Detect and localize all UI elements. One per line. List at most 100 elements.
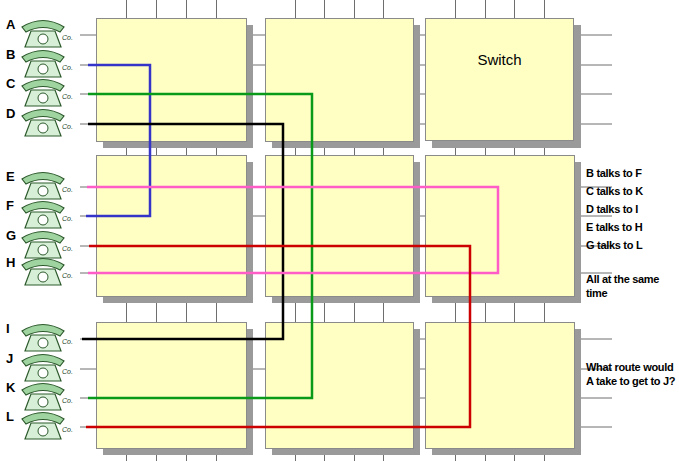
phone-letter: L (6, 409, 14, 424)
phone-brand: Co. (62, 397, 73, 404)
phone-base (25, 394, 61, 410)
phone-letter: F (6, 198, 14, 213)
note-list: B talks to FC talks to KD talks to IE ta… (586, 166, 676, 388)
phone-handset (22, 110, 64, 122)
phone-brand: Co. (62, 338, 73, 345)
switch-box (266, 19, 414, 142)
phone-handset (22, 21, 64, 33)
phone-dial (38, 215, 48, 225)
phone-base (25, 183, 61, 199)
phone-letter: A (6, 17, 15, 32)
phone-handset (22, 355, 64, 367)
switch-box (266, 156, 414, 297)
phone-dial (38, 34, 48, 44)
phone-base (25, 242, 61, 258)
phone-handset (22, 413, 64, 425)
telephone-icon (20, 351, 66, 383)
telephone: I Co. (2, 321, 82, 351)
phone-brand: Co. (62, 34, 73, 41)
phone-brand: Co. (62, 215, 73, 222)
telephone: A Co. (2, 17, 88, 47)
telephone: H Co. (2, 255, 88, 285)
switch-box (426, 323, 575, 449)
phone-brand: Co. (62, 272, 73, 279)
phone-handset (22, 173, 64, 185)
switch-boxes (97, 19, 575, 449)
telephone-icon (20, 17, 66, 49)
phone-brand: Co. (62, 186, 73, 193)
note-text: C talks to K (586, 184, 676, 198)
phone-dial (38, 64, 48, 74)
phone-dial (38, 123, 48, 133)
phone-handset (22, 259, 64, 271)
telephone: D Co. (2, 106, 88, 136)
switch-box: Switch (425, 18, 574, 141)
phone-dial (38, 397, 48, 407)
telephone-icon (20, 321, 66, 353)
switch-box (97, 323, 247, 449)
telephone: J Co. (2, 351, 86, 381)
phone-letter: J (6, 351, 13, 366)
phone-brand: Co. (62, 426, 73, 433)
phone-letter: H (6, 255, 15, 270)
phone-brand: Co. (62, 123, 73, 130)
note-text: All at the same time (586, 272, 676, 300)
phone-letter: K (6, 380, 15, 395)
telephone-icon (20, 409, 66, 441)
phone-base (25, 90, 61, 106)
note-text: E talks to H (586, 220, 676, 234)
switch-label: Switch (477, 19, 521, 68)
telephone: C Co. (2, 76, 88, 106)
call-route (86, 65, 150, 216)
phone-base (25, 61, 61, 77)
telephone: K Co. (2, 380, 88, 410)
phone-brand: Co. (62, 368, 73, 375)
phone-letter: C (6, 76, 15, 91)
call-route (82, 124, 283, 339)
telephone-icon (20, 198, 66, 230)
telephone-icon (20, 169, 66, 201)
telephone: B Co. (2, 47, 88, 77)
phone-brand: Co. (62, 93, 73, 100)
phone-base (25, 31, 61, 47)
phone-handset (22, 232, 64, 244)
phone-dial (38, 245, 48, 255)
telephone-icon (20, 380, 66, 412)
phone-base (25, 423, 61, 439)
telephone-icon (20, 255, 66, 287)
telephone-icon (20, 47, 66, 79)
phone-brand: Co. (62, 245, 73, 252)
note-text: B talks to F (586, 166, 676, 180)
phone-letter: I (6, 321, 10, 336)
phone-base (25, 365, 61, 381)
phone-dial (38, 186, 48, 196)
telephone: L Co. (2, 409, 86, 439)
phone-dial (38, 272, 48, 282)
phone-handset (22, 51, 64, 63)
telephone: F Co. (2, 198, 86, 228)
phone-base (25, 335, 61, 351)
phone-handset (22, 325, 64, 337)
note-text: What route would A take to get to J? (586, 360, 676, 388)
phone-letter: D (6, 106, 15, 121)
phone-dial (38, 93, 48, 103)
phone-base (25, 212, 61, 228)
phone-base (25, 269, 61, 285)
phone-dial (38, 338, 48, 348)
phone-letter: B (6, 47, 15, 62)
call-route (87, 187, 498, 273)
phone-base (25, 120, 61, 136)
telephone-icon (20, 228, 66, 260)
phone-letter: G (6, 228, 16, 243)
switch-box (97, 156, 247, 297)
switch-box (426, 156, 575, 297)
phone-dial (38, 368, 48, 378)
phone-handset (22, 202, 64, 214)
telephone-icon (20, 106, 66, 138)
phone-letter: E (6, 169, 15, 184)
telephone-icon (20, 76, 66, 108)
phone-brand: Co. (62, 64, 73, 71)
switch-box (266, 323, 414, 449)
